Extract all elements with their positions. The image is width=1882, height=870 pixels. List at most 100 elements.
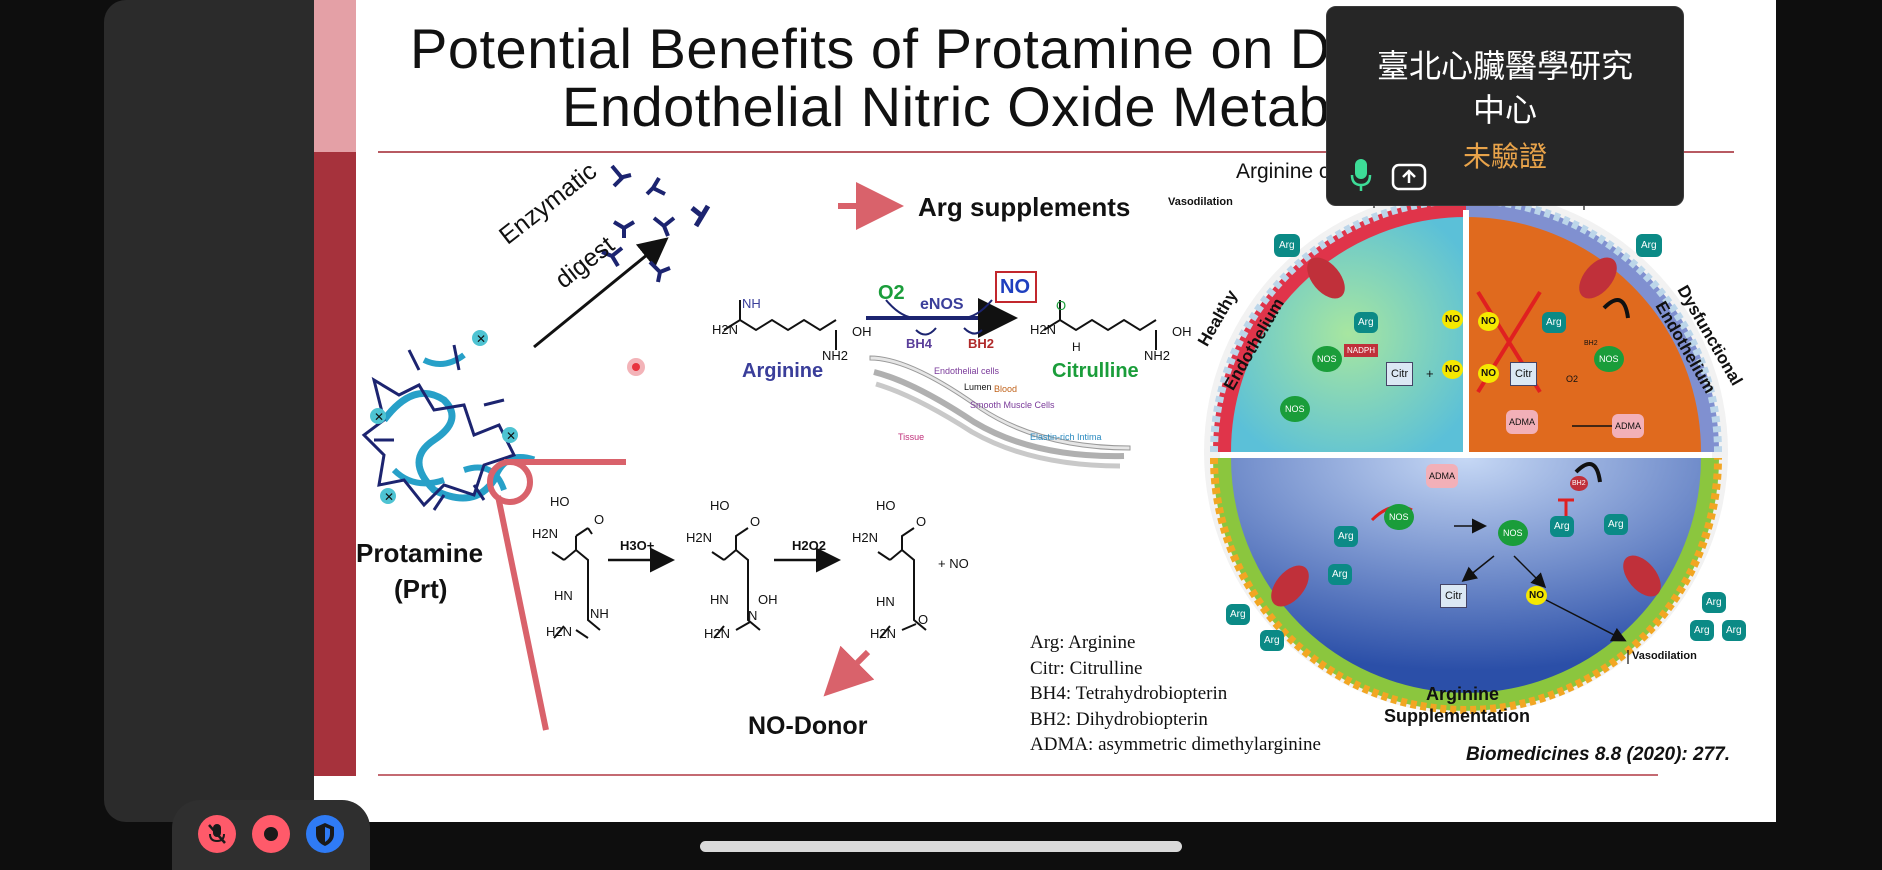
mic-off-button[interactable] — [198, 815, 236, 853]
chem-h2n-1b: H2N — [546, 624, 573, 639]
citr-bottom: Citr — [1440, 584, 1468, 608]
svg-text:✕: ✕ — [506, 429, 516, 443]
vasodilation-bottom: Vasodilation — [1632, 650, 1697, 662]
chem-h2n-3b: H2N — [870, 626, 897, 641]
h2o2-label: H2O2 — [792, 538, 826, 553]
protamine-abbrev-label: (Prt) — [394, 574, 448, 604]
bh2-bottom: BH2 — [1570, 476, 1588, 491]
no-product-label: NO — [1000, 276, 1030, 298]
enos-label: eNOS — [920, 296, 964, 313]
protamine-label: Protamine — [356, 538, 484, 568]
vessel-cross-section — [869, 355, 1131, 469]
slide-title-line1: Potential Benefits of Protamine on Dysfu… — [410, 17, 1468, 80]
bh2-label: BH2 — [968, 336, 995, 351]
chem-hn-2: HN — [710, 592, 729, 607]
title-divider — [378, 151, 1734, 153]
arg-oh-label: OH — [852, 324, 872, 339]
no-bottom: NO — [1526, 586, 1547, 605]
mic-off-icon — [208, 824, 226, 844]
chem-h2n-3: H2N — [852, 530, 879, 545]
chem-o-2: O — [750, 514, 761, 529]
chem-n-2: N — [748, 608, 758, 623]
no-donor-arrow — [823, 645, 875, 697]
slide-accent-bar-light — [314, 0, 356, 152]
arg-hex-9: Arg — [1226, 604, 1250, 625]
arg-hex-1: Arg — [1274, 234, 1300, 257]
cit-nh2-label: NH2 — [1144, 348, 1171, 363]
microphone-icon[interactable] — [1349, 157, 1373, 193]
arginine-label: Arginine — [742, 360, 824, 382]
zoom-callout — [487, 459, 626, 731]
chem-ho-3: HO — [876, 498, 896, 513]
abbreviation-list: Arg: Arginine Citr: Citrulline BH4: Tetr… — [1030, 630, 1321, 758]
arg-nh2-label: NH2 — [822, 348, 849, 363]
nos-bottom-2: NOS — [1498, 520, 1528, 546]
nadph-label: NADPH — [1344, 344, 1379, 357]
chem-nh-1: NH — [590, 606, 609, 621]
plus-healthy: + — [1426, 366, 1434, 381]
chem-hn-1: HN — [554, 588, 573, 603]
nos-healthy-1: NOS — [1312, 346, 1342, 372]
bh2-dys: BH2 — [1584, 340, 1598, 347]
vasodilation-top-left: Vasodilation — [1168, 196, 1233, 208]
no-healthy-1: NO — [1442, 360, 1463, 379]
arg-supplements-label: Arg supplements — [918, 192, 1131, 222]
arg-hex-3: Arg — [1354, 312, 1378, 333]
nos-healthy-2: NOS — [1280, 396, 1310, 422]
arg-hex-10: Arg — [1260, 630, 1284, 651]
verification-status: 未驗證 — [1462, 140, 1547, 173]
arg-hex-12: Arg — [1690, 620, 1714, 641]
abbrev-citr: Citr: Citrulline — [1030, 657, 1143, 679]
smooth-muscle-label: Smooth Muscle Cells — [970, 400, 1055, 410]
no-donor-label: NO-Donor — [748, 712, 868, 740]
participant-card[interactable]: 臺北心臟醫學研究 中心 未驗證 — [1326, 6, 1684, 206]
chem-ho-2: HO — [710, 498, 730, 513]
cit-h2n-label: H2N — [1030, 322, 1057, 337]
arg-hex-5: Arg — [1550, 516, 1574, 537]
no-dys-1: NO — [1478, 312, 1499, 331]
svg-text:✕: ✕ — [476, 332, 486, 346]
adma-dys-2: ADMA — [1612, 414, 1645, 438]
arg-h2n-label: H2N — [712, 322, 739, 337]
tissue-label: Tissue — [898, 432, 925, 442]
chem-hn-3: HN — [876, 594, 895, 609]
footer-divider — [378, 774, 1658, 776]
lumen-label: Lumen — [964, 382, 992, 392]
citr-healthy: Citr — [1386, 362, 1414, 386]
cit-h-label: H — [1072, 340, 1081, 354]
chem-h2n-1: H2N — [532, 526, 559, 541]
arg-hex-4: Arg — [1542, 312, 1566, 333]
supplementation-label: Supplementation — [1384, 706, 1531, 726]
shield-icon — [316, 823, 334, 846]
participant-name-line1: 臺北心臟醫學研究 — [1376, 47, 1633, 85]
adma-dys-1: ADMA — [1506, 410, 1539, 434]
mechanism-structures — [551, 527, 927, 639]
protamine-molecule: ✕ ✕ ✕ ✕ — [361, 330, 536, 511]
no-dys-2: NO — [1478, 364, 1499, 383]
nos-bottom-1: NOS — [1384, 504, 1414, 530]
participant-name-line2: 中心 — [1472, 91, 1537, 129]
shield-button[interactable] — [306, 815, 344, 853]
svg-text:✕: ✕ — [374, 410, 384, 424]
digest-arrow — [533, 237, 669, 349]
cit-oh-label: OH — [1172, 324, 1192, 339]
bh4-label: BH4 — [906, 336, 933, 351]
plus-no-label: + NO — [938, 556, 969, 571]
h3o-label: H3O+ — [620, 538, 655, 553]
slide-accent-bar-dark — [314, 152, 356, 776]
arginine-supplementation-label: Arginine — [1426, 684, 1500, 704]
arg-hex-7: Arg — [1334, 526, 1358, 547]
adma-bottom: ADMA — [1426, 464, 1459, 488]
o2-dys: O2 — [1566, 374, 1579, 384]
record-button[interactable] — [252, 815, 290, 853]
abbrev-adma: ADMA: asymmetric dimethylarginine — [1030, 734, 1321, 755]
elastin-label: Elastin-rich Intima — [1030, 432, 1102, 442]
slide-title-line2: Endothelial Nitric Oxide Metabolism — [562, 75, 1464, 138]
chem-o-1: O — [594, 512, 605, 527]
chem-h2n-2b: H2N — [704, 626, 731, 641]
chem-o-3b: O — [918, 612, 929, 627]
arg-hex-8: Arg — [1328, 564, 1352, 585]
home-indicator[interactable] — [700, 841, 1182, 852]
citation: Biomedicines 8.8 (2020): 277. — [1466, 744, 1731, 765]
screen-share-icon[interactable] — [1391, 163, 1427, 191]
